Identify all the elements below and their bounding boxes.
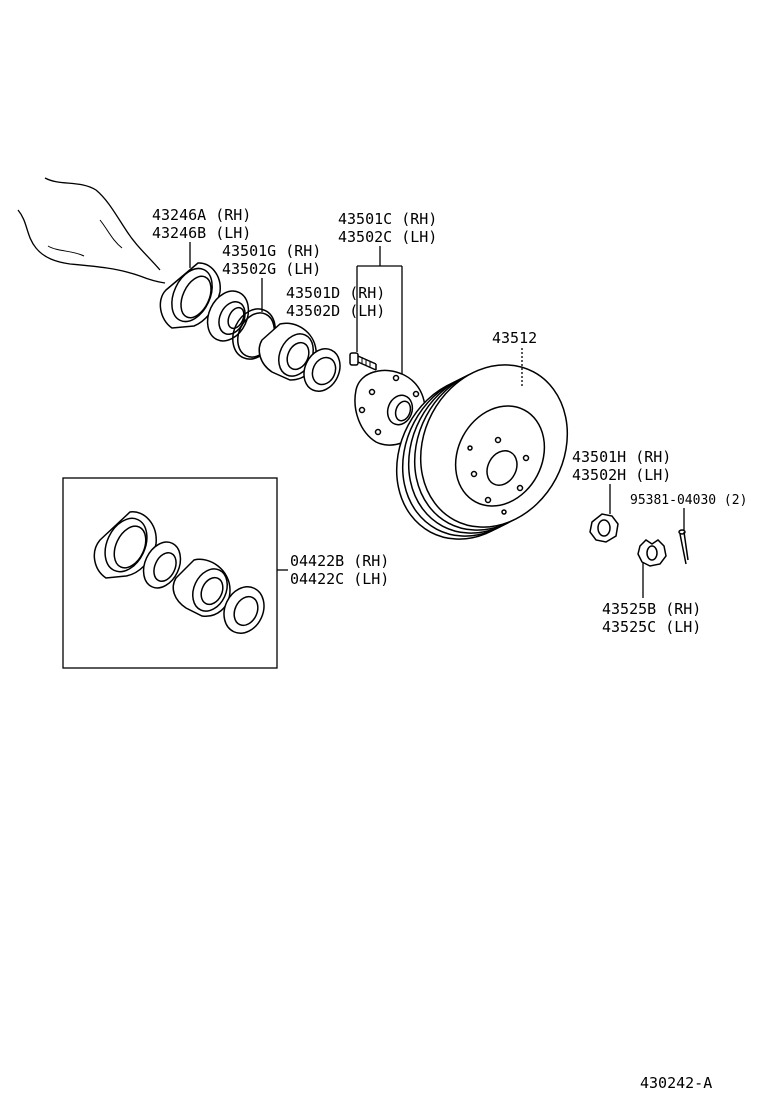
snap-ring-label-rh: 43501G (RH) <box>222 242 321 260</box>
dust-cover-label-rh: 43246A (RH) <box>152 206 251 224</box>
inner-bearing <box>303 348 341 392</box>
snap-ring-label-lh: 43502G (LH) <box>222 260 321 278</box>
disc-label: 43512 <box>492 329 537 347</box>
dust-cover-label-lh: 43246B (LH) <box>152 224 251 242</box>
hub-nut <box>589 513 619 543</box>
hub-bolt-label-lh: 43502D (LH) <box>286 302 385 320</box>
hub-axle-label-lh: 43502C (LH) <box>338 228 437 246</box>
bearing-kit-inset <box>62 477 278 669</box>
nut-label-rh: 43501H (RH) <box>572 448 671 466</box>
hand-outline <box>17 177 166 284</box>
nut-label-lh: 43502H (LH) <box>572 466 671 484</box>
hub-bolt-label-rh: 43501D (RH) <box>286 284 385 302</box>
bearing-kit-label-lh: 04422C (LH) <box>290 570 389 588</box>
lock-cap <box>637 539 667 567</box>
diagram-id: 430242-A <box>640 1074 712 1092</box>
leader-lines <box>189 242 685 598</box>
cotter-pin <box>678 529 689 565</box>
hub-axle-label-rh: 43501C (RH) <box>338 210 437 228</box>
cotter-pin-label: 95381-04030 (2) <box>630 493 747 508</box>
bearing-kit-label-rh: 04422B (RH) <box>290 552 389 570</box>
lock-cap-label-lh: 43525C (LH) <box>602 618 701 636</box>
lock-cap-label-rh: 43525B (RH) <box>602 600 701 618</box>
brake-disc <box>395 364 569 540</box>
hub-bolt <box>349 352 377 371</box>
